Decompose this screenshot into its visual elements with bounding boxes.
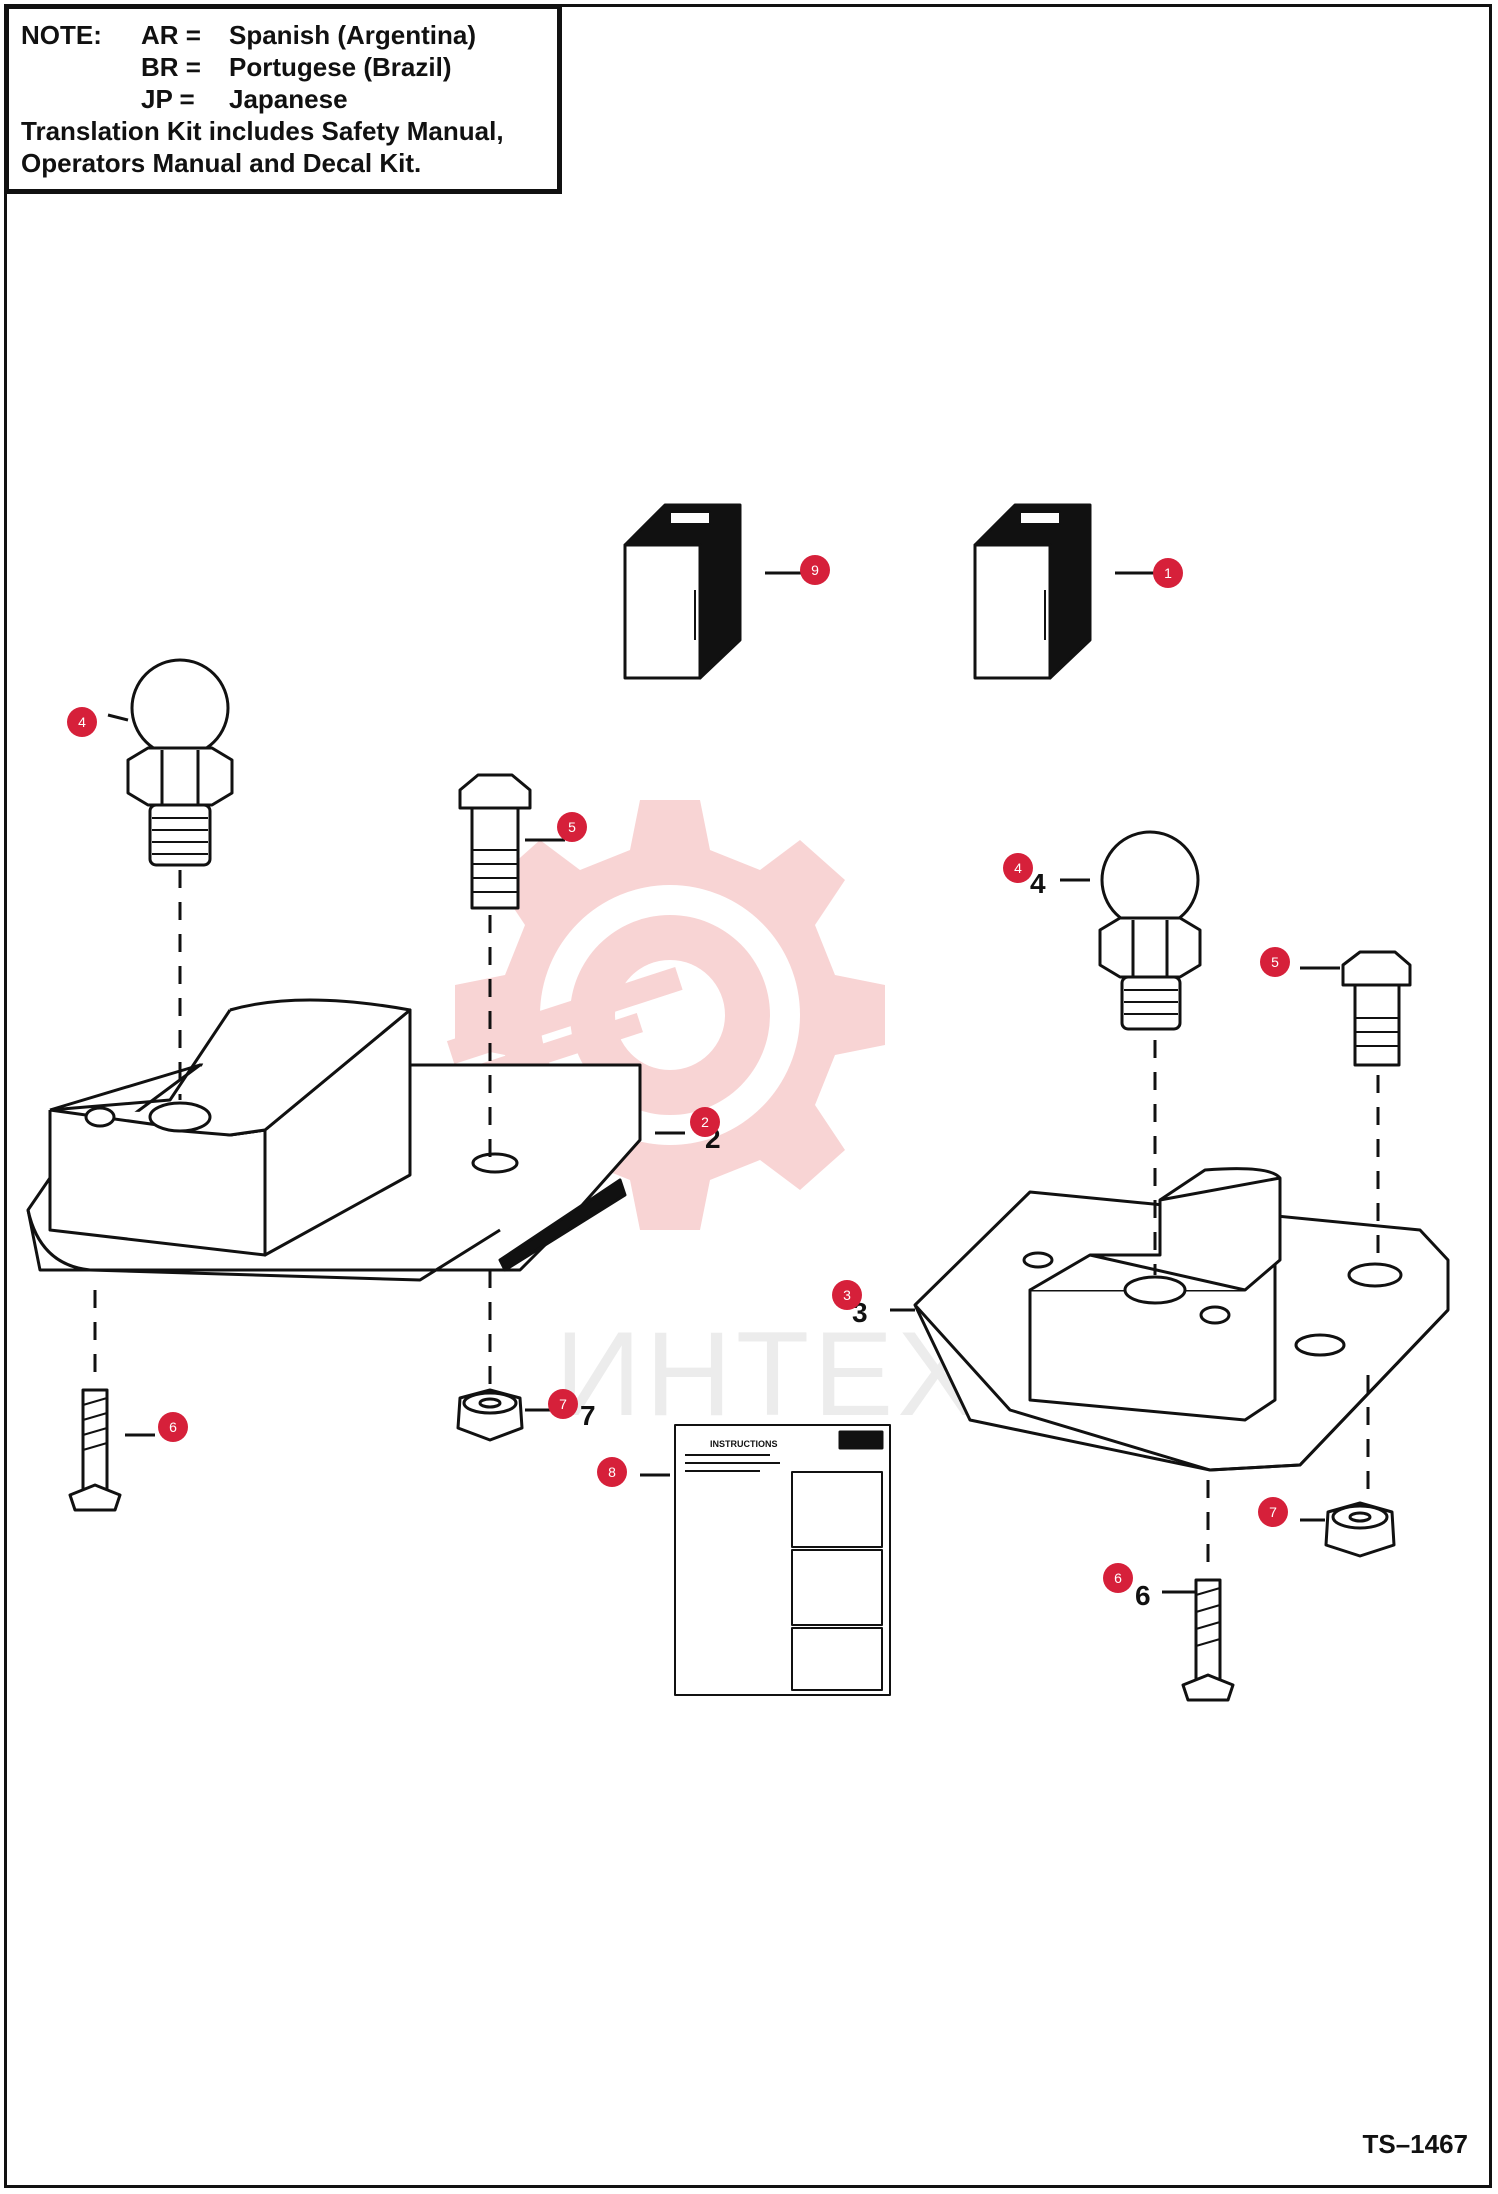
hitch-ball-right <box>1098 830 1202 1031</box>
watermark-text: ИНТЕХ <box>555 1307 981 1441</box>
decal-kit-9 <box>623 503 742 680</box>
note-label: NOTE: <box>21 20 102 50</box>
lang-code-ar: AR = <box>141 20 201 50</box>
bolt-6-right <box>1181 1578 1235 1702</box>
bolt-left <box>458 773 532 910</box>
note-line-1: Translation Kit includes Safety Manual, <box>21 116 504 146</box>
lang-name-ar: Spanish (Argentina) <box>229 20 477 50</box>
svg-text:9: 9 <box>811 562 819 578</box>
callout-2[interactable]: 2 <box>690 1107 720 1137</box>
instruction-sheet <box>674 1424 891 1696</box>
lang-name-jp: Japanese <box>229 84 348 114</box>
callout-1[interactable]: 1 <box>1153 558 1183 588</box>
svg-text:7: 7 <box>1269 1504 1277 1520</box>
decal-kit-1 <box>973 503 1092 680</box>
bolt-right <box>1341 950 1412 1067</box>
lang-name-br: Portugese (Brazil) <box>229 52 452 82</box>
mounting-plate-right <box>913 1167 1450 1472</box>
hitch-ball-left <box>126 658 234 867</box>
note-line-2: Operators Manual and Decal Kit. <box>21 148 422 178</box>
lang-code-br: BR = <box>141 52 201 82</box>
callout-3[interactable]: 3 <box>832 1280 862 1310</box>
label-4: 4 <box>1030 868 1046 899</box>
callout-7-left[interactable]: 7 <box>548 1389 578 1419</box>
drawing-number: TS–1467 <box>1362 2129 1468 2159</box>
sheet-title: INSTRUCTIONS <box>710 1439 778 1449</box>
callout-6-left[interactable]: 6 <box>158 1412 188 1442</box>
svg-text:4: 4 <box>1014 860 1022 876</box>
svg-text:3: 3 <box>843 1287 851 1303</box>
callouts: 9 1 4 5 4 5 2 3 6 7 8 7 6 <box>67 555 1290 1593</box>
svg-text:1: 1 <box>1164 565 1172 581</box>
alignment-lines <box>93 870 1380 1575</box>
svg-text:2: 2 <box>701 1114 709 1130</box>
callout-8[interactable]: 8 <box>597 1457 627 1487</box>
callout-4-left[interactable]: 4 <box>67 707 97 737</box>
svg-text:8: 8 <box>608 1464 616 1480</box>
label-6: 6 <box>1135 1580 1151 1611</box>
svg-text:5: 5 <box>568 819 576 835</box>
mounting-plate-left <box>26 998 642 1282</box>
lang-code-jp: JP = <box>141 84 195 114</box>
note-box: NOTE: AR = Spanish (Argentina) BR = Port… <box>6 6 562 194</box>
nut-left <box>456 1388 524 1442</box>
nut-right <box>1324 1501 1396 1558</box>
svg-text:7: 7 <box>559 1396 567 1412</box>
callout-5-right[interactable]: 5 <box>1260 947 1290 977</box>
svg-text:4: 4 <box>78 714 86 730</box>
callout-7-right[interactable]: 7 <box>1258 1497 1288 1527</box>
svg-text:6: 6 <box>1114 1570 1122 1586</box>
callout-5-left[interactable]: 5 <box>557 812 587 842</box>
bolt-6-left <box>68 1388 122 1512</box>
note-indent <box>21 51 141 83</box>
callout-6-right[interactable]: 6 <box>1103 1563 1133 1593</box>
callout-9[interactable]: 9 <box>800 555 830 585</box>
svg-text:6: 6 <box>169 1419 177 1435</box>
svg-text:5: 5 <box>1271 954 1279 970</box>
callout-4-right[interactable]: 4 <box>1003 853 1033 883</box>
note-indent <box>21 83 141 115</box>
label-7: 7 <box>580 1400 596 1431</box>
